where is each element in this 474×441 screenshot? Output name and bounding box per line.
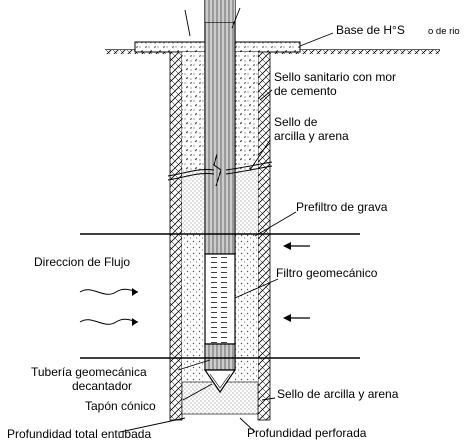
label-direccion-flujo: Direccion de Flujo bbox=[34, 255, 130, 269]
well-casing bbox=[204, 0, 236, 255]
label-prefiltro: Prefiltro de grava bbox=[296, 200, 388, 214]
flow-arrows-right bbox=[283, 242, 310, 322]
label-prof-perforada: Profundidad perforada bbox=[247, 426, 367, 440]
label-tuberia-line1: Tubería geomecánica bbox=[31, 365, 147, 379]
label-filtro: Filtro geomecánico bbox=[276, 266, 378, 280]
filter-screen bbox=[204, 253, 236, 345]
conical-plug bbox=[203, 369, 237, 394]
label-sello-arcilla-line2: arcilla y arena bbox=[274, 129, 349, 143]
label-base: Base de H°S bbox=[336, 23, 405, 37]
leader-lines bbox=[119, 7, 334, 433]
aquifer-boundaries bbox=[80, 233, 360, 359]
clay-sand-seal-upper bbox=[182, 170, 258, 232]
label-side-note: o de rio bbox=[428, 26, 460, 37]
label-sello-arcilla-bottom: Sello de arcilla y arena bbox=[277, 387, 399, 401]
borehole-wall-right bbox=[257, 51, 271, 421]
gravel-prefilter bbox=[182, 232, 258, 382]
flow-arrows-left bbox=[79, 288, 139, 326]
label-sello-sanitario-line2: de cemento bbox=[274, 84, 337, 98]
label-sello-arcilla-line1: Sello de bbox=[274, 115, 318, 129]
label-prof-entubada: Profundidad total entubada bbox=[7, 427, 151, 441]
borehole-wall-left bbox=[169, 51, 183, 421]
sanitary-cement-seal bbox=[182, 52, 258, 170]
label-sello-sanitario-line1: Sello sanitario con mor bbox=[274, 70, 396, 84]
break-marker bbox=[167, 153, 273, 187]
decanter-pipe bbox=[204, 343, 236, 371]
label-tapon: Tapón cónico bbox=[85, 399, 156, 413]
label-tuberia-line2: decantador bbox=[72, 379, 132, 393]
